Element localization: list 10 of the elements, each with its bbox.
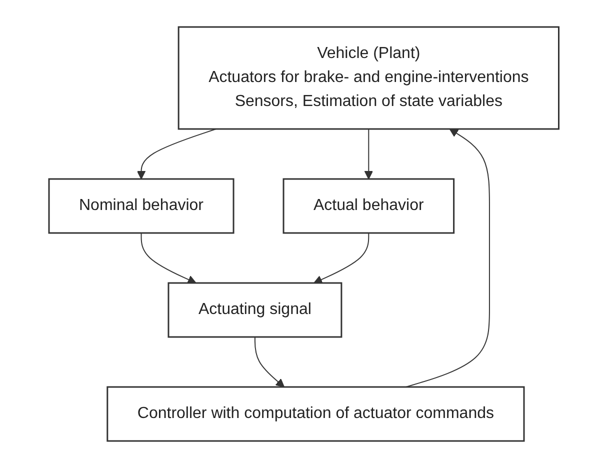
arrow: [136, 128, 217, 180]
node-box: Actual behavior: [282, 178, 455, 234]
arrow: [140, 232, 196, 284]
arrow: [254, 336, 285, 388]
node-box: Actuating signal: [168, 282, 342, 338]
node-box: Vehicle (Plant) Actuators for brake- and engine-interventions Sensors, Estimation of state variables: [178, 26, 560, 130]
arrow: [314, 232, 370, 284]
node-box: Controller with computation of actuator commands: [106, 386, 525, 442]
arrow: [364, 128, 374, 180]
node-box: Nominal behavior: [48, 178, 234, 234]
